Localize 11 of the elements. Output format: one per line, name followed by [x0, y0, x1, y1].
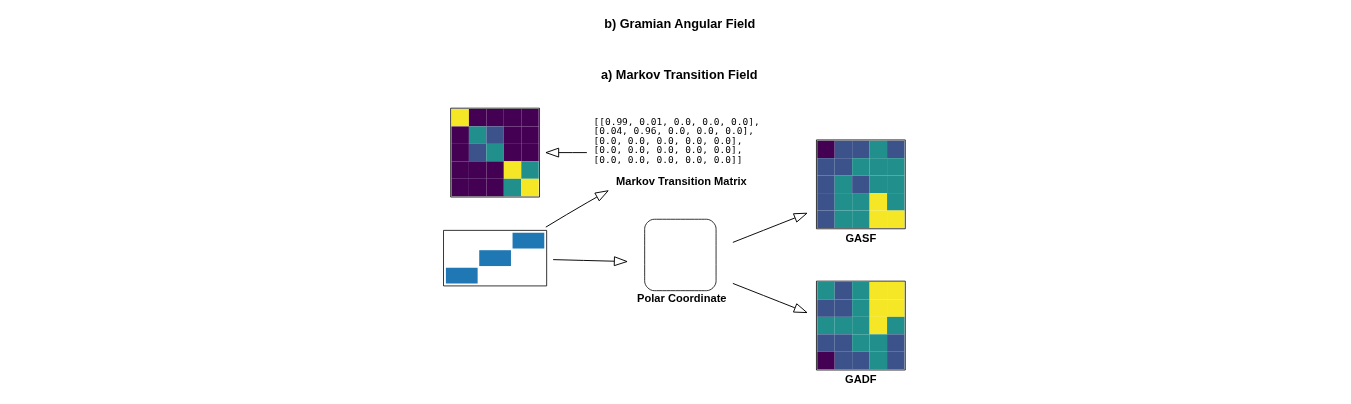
- arrow: [731, 282, 807, 314]
- node-text: [[0.99, 0.01, 0.0, 0.0, 0.0], [0.04, 0.96, 0.0, 0.0, 0.0], [0.0, 0.0, 0.0, 0.0, 0.0], [0.0, 0.0, 0.0, 0.0, 0.0], [0.0, 0.0, 0.0, 0.0, 0.0]] Markov Transition Matrix: [592, 115, 760, 187]
- node-label: Polar Coordinate: [636, 291, 727, 304]
- label: a) Markov Transition Field: [600, 68, 758, 83]
- arrow: [552, 256, 627, 267]
- node-label: GASF: [844, 231, 876, 244]
- label: b) Gramian Angular Field: [603, 16, 755, 31]
- arrow: [731, 212, 807, 243]
- arrow: [544, 190, 609, 228]
- arrow: [545, 147, 587, 158]
- node-label: GADF: [844, 372, 876, 385]
